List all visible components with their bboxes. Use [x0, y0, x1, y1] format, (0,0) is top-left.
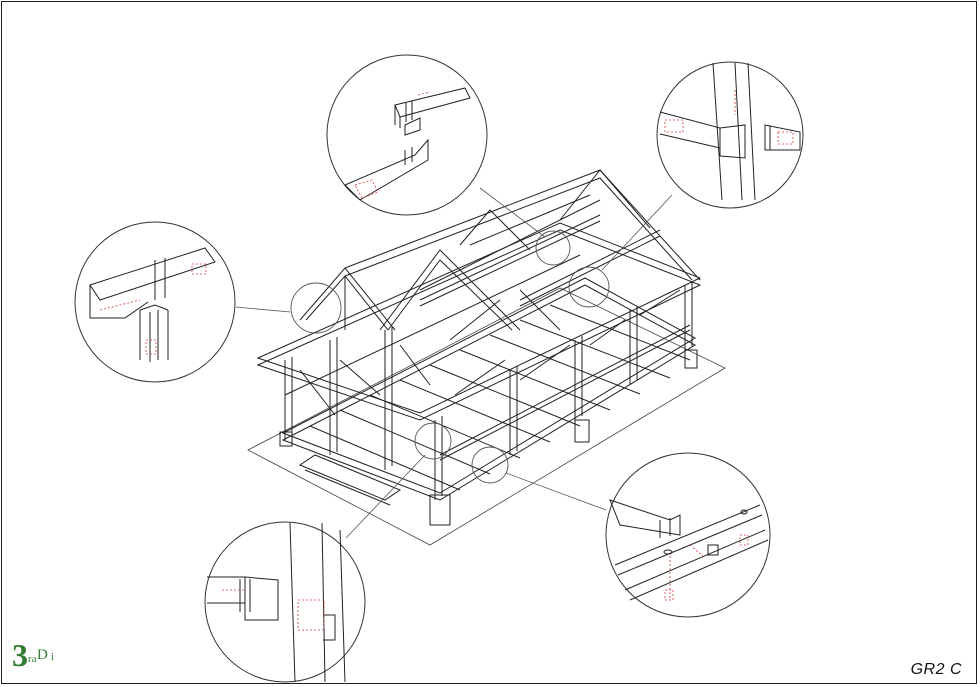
detail-left [74, 221, 236, 383]
detail-bottom-left [204, 521, 366, 683]
detail-bottom-right [605, 452, 771, 618]
detail-top-right [656, 61, 804, 209]
logo-letter-d: D [37, 647, 48, 663]
logo-letter-i: i [51, 651, 55, 663]
callout-markers [290, 230, 610, 484]
leader-lines [235, 187, 673, 539]
timber-frame [256, 169, 702, 526]
logo-text-mid: ra [28, 653, 37, 665]
logo-numeral: 3 [12, 637, 28, 673]
company-logo: 3 ra D i [10, 637, 58, 675]
drawing-code: GR2 C [910, 661, 962, 678]
detail-top-center [326, 54, 488, 216]
